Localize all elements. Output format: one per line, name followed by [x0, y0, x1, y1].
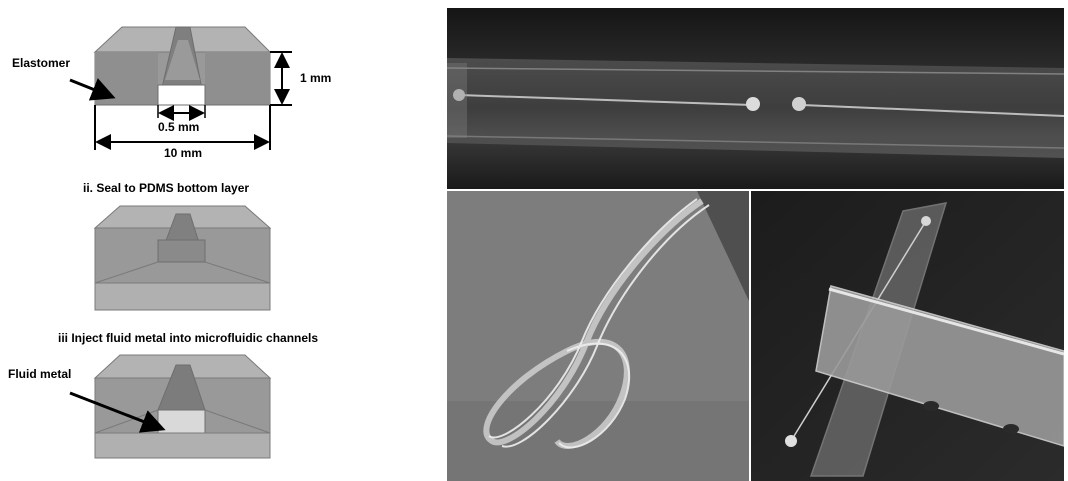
height-dimension	[270, 52, 292, 105]
fluid-metal-fill	[158, 410, 205, 434]
fluid-metal-label: Fluid metal	[8, 367, 71, 381]
step-iii-title: iii Inject fluid metal into microfluidic…	[58, 331, 318, 345]
photo-coiled-channel	[447, 191, 749, 481]
elastomer-block-i	[95, 27, 270, 105]
metal-droplet-right	[792, 97, 806, 111]
metal-droplet-left	[746, 97, 760, 111]
coiled-channel-image	[447, 191, 749, 481]
razor-blade-image	[751, 191, 1064, 481]
straight-channel-image	[447, 8, 1064, 189]
photo-razor-blade	[751, 191, 1064, 481]
elastomer-block-ii	[95, 206, 270, 310]
width-dimension-label: 10 mm	[164, 146, 202, 160]
elastomer-label: Elastomer	[12, 56, 70, 70]
height-dimension-label: 1 mm	[300, 71, 331, 85]
channel-dimension-label: 0.5 mm	[158, 120, 199, 134]
step-ii-title: ii. Seal to PDMS bottom layer	[83, 181, 249, 195]
photo-straight-channel	[447, 8, 1064, 189]
metal-droplet-blade	[785, 435, 797, 447]
schematic-drawing	[0, 0, 430, 481]
elastomer-block-iii	[95, 355, 270, 458]
schematic-panel: Elastomer 1 mm 0.5 mm 10 mm ii. Seal to …	[0, 0, 430, 481]
channel-opening	[158, 85, 205, 105]
